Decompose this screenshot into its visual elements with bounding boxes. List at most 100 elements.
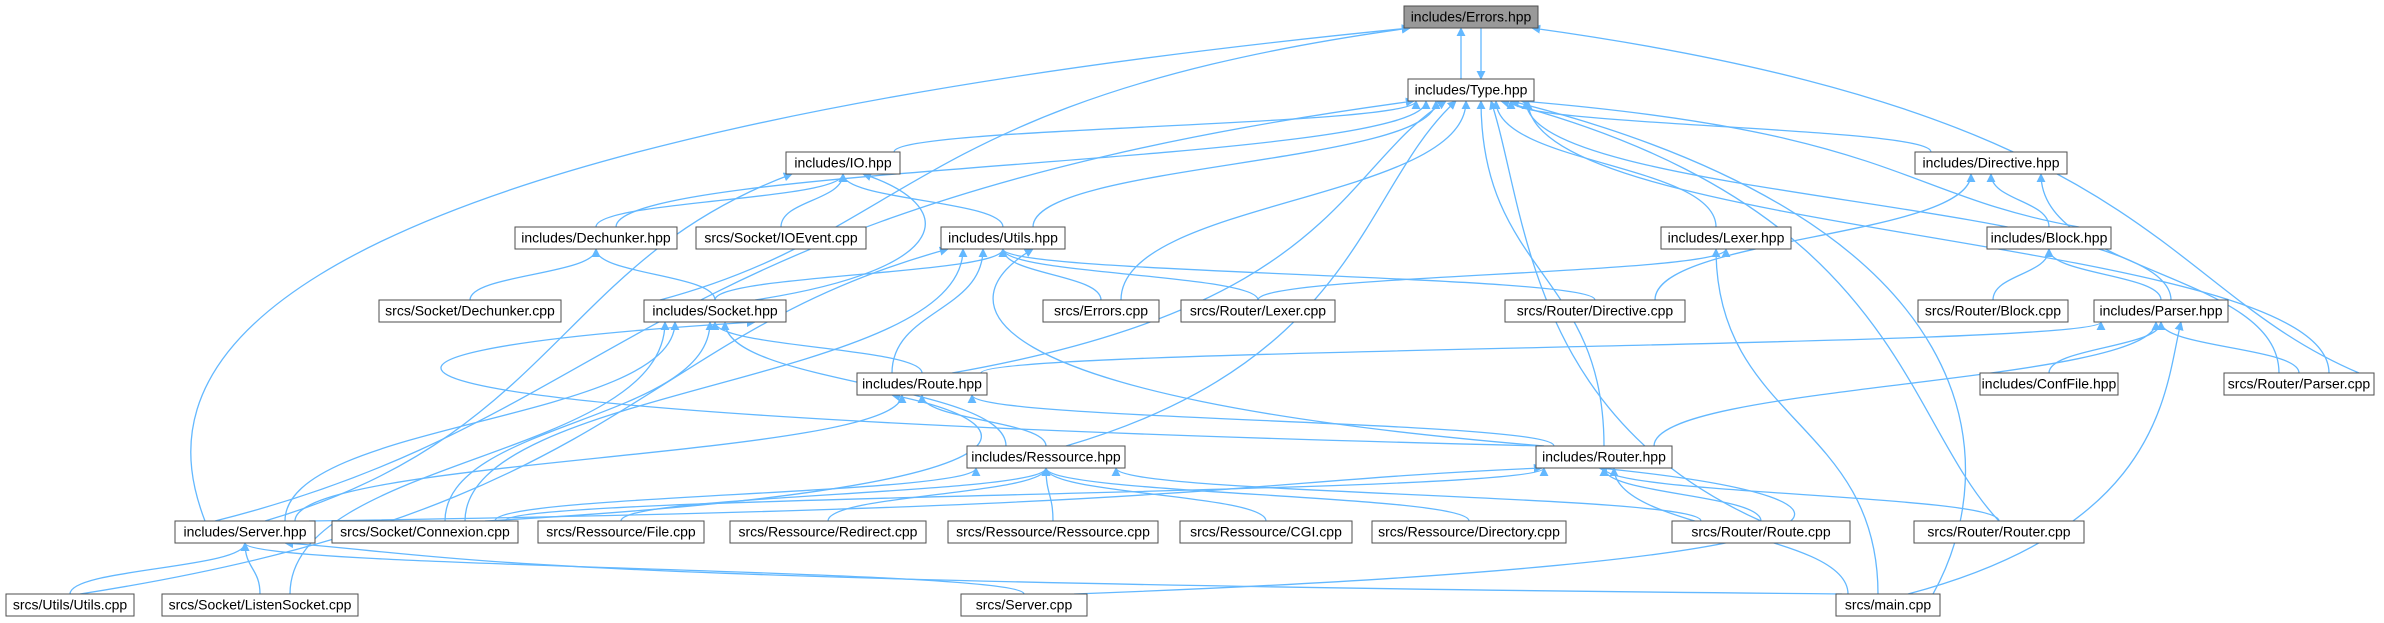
node-box[interactable] (1371, 520, 1567, 544)
node-box[interactable] (1504, 299, 1686, 323)
node-label: includes/Route.hpp (862, 376, 982, 392)
node-box[interactable] (537, 520, 705, 544)
edge-socket-to-io (754, 172, 926, 301)
node-label: srcs/Socket/ListenSocket.cpp (169, 597, 352, 613)
node-label: srcs/Router/Block.cpp (1925, 303, 2061, 319)
node-lexer_cpp[interactable]: srcs/Router/Lexer.cpp (1180, 299, 1336, 323)
node-box[interactable] (2223, 372, 2375, 396)
node-block_cpp[interactable]: srcs/Router/Block.cpp (1917, 299, 2069, 323)
node-type[interactable]: includes/Type.hpp (1407, 78, 1535, 102)
edge-router-to-type (1476, 100, 1605, 447)
node-box[interactable] (1671, 520, 1851, 544)
edge-parser-to-type (1521, 100, 2172, 301)
node-server[interactable]: includes/Server.hpp (174, 520, 316, 544)
node-directive_cpp[interactable]: srcs/Router/Directive.cpp (1504, 299, 1686, 323)
node-file_cpp[interactable]: srcs/Ressource/File.cpp (537, 520, 705, 544)
node-ioevent[interactable]: srcs/Socket/IOEvent.cpp (695, 226, 867, 250)
node-listensocket[interactable]: srcs/Socket/ListenSocket.cpp (161, 593, 359, 617)
node-main_cpp[interactable]: srcs/main.cpp (1835, 593, 1941, 617)
node-router[interactable]: includes/Router.hpp (1535, 445, 1673, 469)
node-ressource[interactable]: includes/Ressource.hpp (966, 445, 1126, 469)
edge-main_cpp-to-type (1510, 98, 1967, 595)
node-box[interactable] (1914, 151, 2068, 175)
node-redirect_cpp[interactable]: srcs/Ressource/Redirect.cpp (729, 520, 927, 544)
node-box[interactable] (1660, 226, 1792, 250)
edge-directive_cpp-to-directive (1654, 173, 1976, 301)
edge-block-to-type (1520, 97, 2080, 228)
node-label: srcs/Ressource/Ressource.cpp (956, 524, 1150, 540)
node-box[interactable] (1917, 299, 2069, 323)
node-conffile[interactable]: includes/ConfFile.hpp (1979, 372, 2119, 396)
node-box[interactable] (1042, 299, 1160, 323)
edge-lexer_cpp-to-lexer (1257, 248, 1731, 301)
node-utils[interactable]: includes/Utils.hpp (940, 226, 1066, 250)
node-box[interactable] (378, 299, 562, 323)
node-box[interactable] (695, 226, 867, 250)
node-parser_cpp[interactable]: srcs/Router/Parser.cpp (2223, 372, 2375, 396)
node-box[interactable] (785, 151, 901, 175)
edge-dechunker_cpp-to-dechunker (469, 248, 601, 301)
edge-connexion-to-route (484, 392, 983, 522)
node-directory_cpp[interactable]: srcs/Ressource/Directory.cpp (1371, 520, 1567, 544)
node-router_cpp[interactable]: srcs/Router/Router.cpp (1913, 520, 2085, 544)
node-connexion[interactable]: srcs/Socket/Connexion.cpp (331, 520, 519, 544)
node-directive[interactable]: includes/Directive.hpp (1914, 151, 2068, 175)
node-label: includes/Server.hpp (184, 524, 307, 540)
edge-connexion-to-ressource (494, 467, 981, 522)
node-route[interactable]: includes/Route.hpp (856, 372, 988, 396)
node-box[interactable] (1979, 372, 2119, 396)
edge-errors_cpp-to-type (1120, 100, 1471, 301)
node-box[interactable] (966, 445, 1126, 469)
node-box[interactable] (2093, 299, 2229, 323)
edge-main_cpp-to-parser (1907, 321, 2184, 595)
node-label: srcs/Router/Router.cpp (1927, 524, 2070, 540)
node-errors_cpp[interactable]: srcs/Errors.cpp (1042, 299, 1160, 323)
edge-utils_cpp-to-utils (79, 246, 949, 595)
edge-server-to-router (308, 463, 1543, 522)
edge-parser_cpp-to-type (1523, 100, 2330, 374)
node-dechunker[interactable]: includes/Dechunker.hpp (514, 226, 678, 250)
node-dechunker_cpp[interactable]: srcs/Socket/Dechunker.cpp (378, 299, 562, 323)
node-box[interactable] (174, 520, 316, 544)
edge-socket-to-errors (659, 24, 1411, 301)
node-box[interactable] (1535, 445, 1673, 469)
node-box[interactable] (1403, 5, 1539, 29)
node-label: srcs/Router/Parser.cpp (2228, 376, 2371, 392)
node-ressource_cpp[interactable]: srcs/Ressource/Ressource.cpp (947, 520, 1159, 544)
node-label: srcs/Errors.cpp (1054, 303, 1148, 319)
node-label: srcs/Router/Route.cpp (1691, 524, 1830, 540)
edge-router-to-parser (1653, 321, 2161, 447)
node-label: includes/Lexer.hpp (1668, 230, 1785, 246)
edge-route-to-type (951, 100, 1447, 374)
node-layer: includes/Errors.hpp includes/Type.hpp incl… (5, 5, 2375, 617)
node-server_cpp[interactable]: srcs/Server.cpp (960, 593, 1088, 617)
node-errors[interactable]: includes/Errors.hpp (1403, 5, 1539, 29)
node-box[interactable] (5, 593, 135, 617)
node-box[interactable] (1407, 78, 1535, 102)
node-cgi_cpp[interactable]: srcs/Ressource/CGI.cpp (1179, 520, 1353, 544)
node-utils_cpp[interactable]: srcs/Utils/Utils.cpp (5, 593, 135, 617)
node-box[interactable] (960, 593, 1088, 617)
node-box[interactable] (514, 226, 678, 250)
node-io[interactable]: includes/IO.hpp (785, 151, 901, 175)
node-box[interactable] (729, 520, 927, 544)
node-box[interactable] (331, 520, 519, 544)
node-box[interactable] (1835, 593, 1941, 617)
node-box[interactable] (643, 299, 787, 323)
node-block[interactable]: includes/Block.hpp (1986, 226, 2112, 250)
node-box[interactable] (1180, 299, 1336, 323)
node-socket[interactable]: includes/Socket.hpp (643, 299, 787, 323)
node-box[interactable] (856, 372, 988, 396)
node-box[interactable] (1179, 520, 1353, 544)
edge-socket-to-utils (714, 248, 1008, 301)
node-box[interactable] (940, 226, 1066, 250)
node-lexer[interactable]: includes/Lexer.hpp (1660, 226, 1792, 250)
node-box[interactable] (1913, 520, 2085, 544)
node-box[interactable] (1986, 226, 2112, 250)
node-route_cpp[interactable]: srcs/Router/Route.cpp (1671, 520, 1851, 544)
node-label: srcs/Router/Lexer.cpp (1190, 303, 1326, 319)
edge-directive-to-type (1506, 100, 1932, 153)
node-parser[interactable]: includes/Parser.hpp (2093, 299, 2229, 323)
node-box[interactable] (947, 520, 1159, 544)
node-box[interactable] (161, 593, 359, 617)
